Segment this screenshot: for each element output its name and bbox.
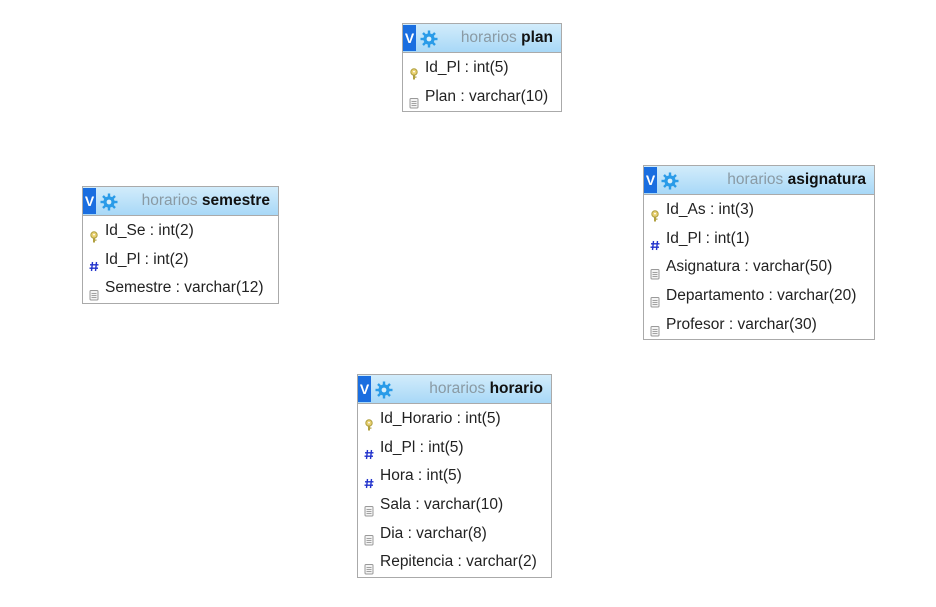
column-icon bbox=[364, 557, 374, 575]
table-name[interactable]: plan bbox=[521, 29, 553, 46]
field-row[interactable]: Repitencia : varchar(2) bbox=[358, 548, 551, 577]
column-icon bbox=[650, 319, 660, 337]
field-list: Id_Horario : int(5) Id_Pl : int(5) Hora : … bbox=[358, 405, 551, 577]
database-name: horarios bbox=[141, 192, 198, 209]
field-row[interactable]: Semestre : varchar(12) bbox=[83, 274, 278, 303]
field-list: Id_Pl : int(5) Plan : varchar(10) bbox=[403, 54, 561, 111]
table-name[interactable]: horario bbox=[489, 380, 543, 397]
toggle-columns-button[interactable]: V bbox=[83, 188, 96, 214]
table-name[interactable]: semestre bbox=[201, 192, 270, 209]
column-icon bbox=[89, 283, 99, 301]
field-label: Id_Pl : int(2) bbox=[105, 250, 189, 268]
field-label: Id_Pl : int(1) bbox=[666, 229, 750, 247]
toggle-columns-button[interactable]: V bbox=[358, 376, 371, 402]
field-label: Dia : varchar(8) bbox=[380, 524, 487, 542]
foreign-key-icon bbox=[89, 254, 99, 272]
field-label: Id_Pl : int(5) bbox=[380, 438, 464, 456]
column-icon bbox=[650, 262, 660, 280]
field-row[interactable]: Id_As : int(3) bbox=[644, 196, 874, 225]
column-icon bbox=[364, 499, 374, 517]
primary-key-icon bbox=[409, 62, 419, 80]
table-title: horarios plan bbox=[461, 28, 553, 48]
gear-icon[interactable] bbox=[661, 172, 679, 190]
foreign-key-icon bbox=[364, 442, 374, 460]
field-row[interactable]: Id_Se : int(2) bbox=[83, 217, 278, 246]
gear-icon[interactable] bbox=[375, 381, 393, 399]
primary-key-icon bbox=[650, 204, 660, 222]
table-title: horarios asignatura bbox=[727, 170, 866, 190]
field-row[interactable]: Departamento : varchar(20) bbox=[644, 282, 874, 311]
field-row[interactable]: Id_Pl : int(5) bbox=[403, 54, 561, 83]
field-label: Asignatura : varchar(50) bbox=[666, 258, 833, 276]
table-title: horarios horario bbox=[429, 379, 543, 399]
field-label: Id_Pl : int(5) bbox=[425, 59, 509, 76]
foreign-key-icon bbox=[650, 233, 660, 251]
column-icon bbox=[409, 91, 419, 109]
field-row[interactable]: Id_Pl : int(5) bbox=[358, 434, 551, 463]
field-label: Profesor : varchar(30) bbox=[666, 315, 817, 333]
field-label: Sala : varchar(10) bbox=[380, 496, 504, 514]
field-label: Plan : varchar(10) bbox=[425, 87, 549, 105]
column-icon bbox=[650, 290, 660, 308]
column-icon bbox=[364, 528, 374, 546]
field-row[interactable]: Id_Horario : int(5) bbox=[358, 405, 551, 434]
field-label: Departamento : varchar(20) bbox=[666, 287, 857, 305]
foreign-key-icon bbox=[364, 471, 374, 488]
toggle-columns-button[interactable]: V bbox=[644, 167, 657, 193]
field-row[interactable]: Hora : int(5) bbox=[358, 462, 551, 491]
gear-icon[interactable] bbox=[420, 30, 438, 48]
field-label: Semestre : varchar(12) bbox=[105, 279, 264, 297]
field-row[interactable]: Dia : varchar(8) bbox=[358, 520, 551, 549]
field-row[interactable]: Id_Pl : int(2) bbox=[83, 246, 278, 275]
gear-icon[interactable] bbox=[100, 193, 118, 211]
field-row[interactable]: Profesor : varchar(30) bbox=[644, 311, 874, 340]
field-label: Repitencia : varchar(2) bbox=[380, 553, 537, 571]
field-row[interactable]: Id_Pl : int(1) bbox=[644, 225, 874, 254]
database-name: horarios bbox=[429, 380, 486, 397]
field-label: Id_Horario : int(5) bbox=[380, 410, 501, 427]
field-label: Hora : int(5) bbox=[380, 467, 462, 485]
database-name: horarios bbox=[460, 29, 517, 46]
field-label: Id_As : int(3) bbox=[666, 201, 754, 218]
toggle-columns-button[interactable]: V bbox=[403, 25, 416, 51]
table-name[interactable]: asignatura bbox=[787, 171, 866, 188]
field-list: Id_Se : int(2) Id_Pl : int(2) Semestre : v… bbox=[83, 217, 278, 303]
field-row[interactable]: Asignatura : varchar(50) bbox=[644, 253, 874, 282]
field-list: Id_As : int(3) Id_Pl : int(1) Asignatura :… bbox=[644, 196, 874, 339]
primary-key-icon bbox=[364, 413, 374, 431]
database-name: horarios bbox=[727, 171, 784, 188]
field-row[interactable]: Sala : varchar(10) bbox=[358, 491, 551, 520]
table-title: horarios semestre bbox=[142, 191, 270, 211]
field-row[interactable]: Plan : varchar(10) bbox=[403, 83, 561, 112]
primary-key-icon bbox=[89, 225, 99, 243]
field-label: Id_Se : int(2) bbox=[105, 222, 194, 239]
